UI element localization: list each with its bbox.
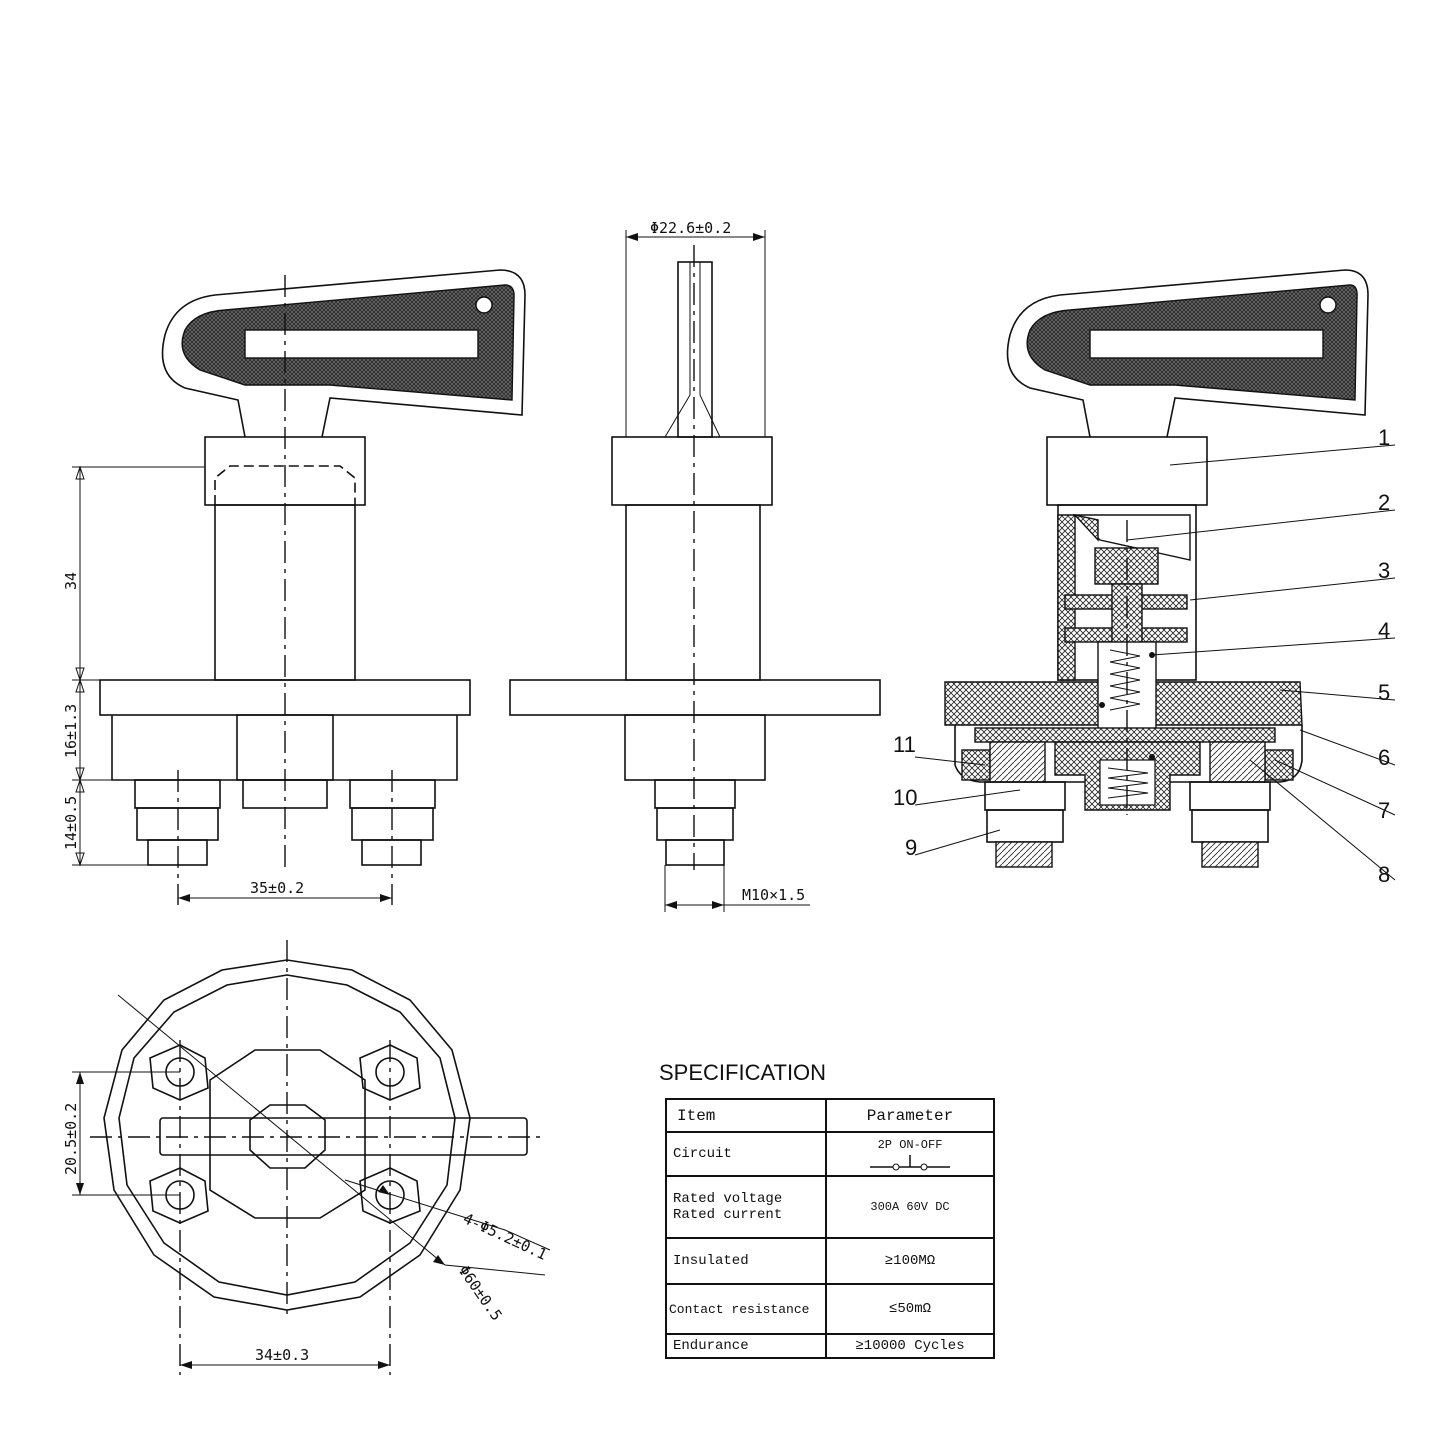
part-label-4: 4 [1378, 618, 1390, 643]
dim-base-diameter: Φ60±0.5 [455, 1262, 506, 1324]
part-label-9: 9 [905, 835, 917, 860]
dim-shaft-diameter: Φ22.6±0.2 [650, 219, 731, 237]
table-row: Contact resistance ≤50mΩ [665, 1283, 995, 1335]
header-parameter: Parameter [825, 1098, 995, 1133]
part-label-1: 1 [1378, 425, 1390, 450]
row-item: Endurance [665, 1333, 827, 1359]
side-view: Φ22.6±0.2 M10×1.5 [509, 219, 881, 912]
table-row: Endurance ≥10000 Cycles [665, 1333, 995, 1359]
row-parameter: ≤50mΩ [825, 1283, 995, 1335]
row-parameter: 300A 60V DC [825, 1175, 995, 1239]
bottom-view: 20.5±0.2 34±0.3 4-Φ5.2±0.1 Φ60±0.5 [62, 940, 551, 1375]
table-row: Circuit 2P ON-OFF [665, 1131, 995, 1177]
dim-hole-diameter: 4-Φ5.2±0.1 [460, 1209, 549, 1263]
part-label-7: 7 [1378, 798, 1390, 823]
row-item: Contact resistance [665, 1283, 827, 1335]
dim-height-34: 34 [62, 572, 80, 590]
table-row: Insulated ≥100MΩ [665, 1237, 995, 1285]
row-parameter: 2P ON-OFF [825, 1131, 995, 1177]
row-parameter: ≥10000 Cycles [825, 1333, 995, 1359]
row-parameter: ≥100MΩ [825, 1237, 995, 1285]
row-item-2: Rated current [673, 1207, 783, 1223]
mounting-holes [149, 1044, 421, 1224]
part-label-10: 10 [893, 785, 917, 810]
dim-thread: M10×1.5 [742, 886, 805, 904]
dim-hole-spacing-horizontal: 34±0.3 [255, 1346, 309, 1364]
part-label-3: 3 [1378, 558, 1390, 583]
circuit-text: 2P ON-OFF [877, 1138, 943, 1152]
key-handle [161, 269, 526, 438]
specification-title: SPECIFICATION [659, 1060, 827, 1085]
table-header-row: Item Parameter [665, 1098, 995, 1133]
front-view: 34 16±1.3 14±0.5 35±0.2 [62, 269, 526, 905]
part-label-11: 11 [893, 732, 916, 757]
dim-flange-height: 16±1.3 [62, 704, 80, 758]
switch-symbol-icon [870, 1155, 950, 1171]
dim-hole-spacing-vertical: 20.5±0.2 [62, 1103, 80, 1175]
part-label-2: 2 [1378, 490, 1390, 515]
dim-stud-spacing: 35±0.2 [250, 879, 304, 897]
section-view: 1 2 3 4 5 6 7 8 9 10 11 [893, 269, 1396, 887]
part-label-5: 5 [1378, 680, 1390, 705]
specification-table: Item Parameter Circuit 2P ON-OFF Rated v… [665, 1098, 995, 1359]
row-item: Insulated [665, 1237, 827, 1285]
row-item: Rated voltage [673, 1191, 783, 1207]
header-item: Item [665, 1098, 827, 1133]
row-item: Circuit [665, 1131, 827, 1177]
part-labels: 1 2 3 4 5 6 7 8 9 10 11 [893, 425, 1390, 887]
dim-stud-height: 14±0.5 [62, 796, 80, 850]
key-blade [677, 261, 713, 438]
part-label-8: 8 [1378, 862, 1390, 887]
part-label-6: 6 [1378, 745, 1390, 770]
